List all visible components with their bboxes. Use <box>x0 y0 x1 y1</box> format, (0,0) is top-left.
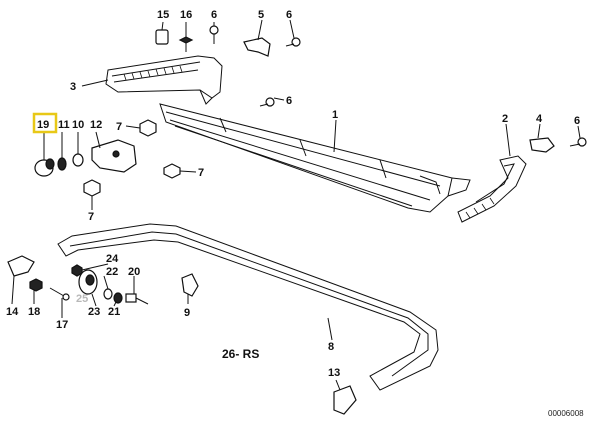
label-12[interactable]: 12 <box>90 119 102 131</box>
clip-15 <box>155 29 169 45</box>
label-7-right[interactable]: 7 <box>198 167 204 179</box>
clip-13 <box>333 385 357 415</box>
label-set-26-rs[interactable]: 26- RS <box>222 347 259 361</box>
label-16[interactable]: 16 <box>180 9 192 21</box>
label-18[interactable]: 18 <box>28 306 40 318</box>
label-22[interactable]: 22 <box>106 266 118 278</box>
clip-9 <box>181 273 199 297</box>
label-19[interactable]: 19 <box>37 119 49 131</box>
label-6-top-right[interactable]: 6 <box>286 9 292 21</box>
label-3[interactable]: 3 <box>70 81 76 93</box>
label-6-right[interactable]: 6 <box>574 115 580 127</box>
label-7-bottom[interactable]: 7 <box>88 211 94 223</box>
label-2[interactable]: 2 <box>502 113 508 125</box>
screw-6-mid <box>259 97 275 107</box>
label-14[interactable]: 14 <box>6 306 19 318</box>
knob-23 <box>78 269 98 295</box>
bracket-12 <box>91 139 137 173</box>
label-23[interactable]: 23 <box>88 306 100 318</box>
label-21[interactable]: 21 <box>108 306 120 318</box>
washer-10 <box>72 153 84 167</box>
nut-7-top <box>139 119 157 137</box>
nut-7-bottom <box>83 179 101 197</box>
label-15[interactable]: 15 <box>157 9 169 21</box>
screw-17 <box>49 287 70 301</box>
label-24[interactable]: 24 <box>106 253 119 265</box>
label-6-mid[interactable]: 6 <box>286 95 292 107</box>
bolt-20 <box>125 293 149 305</box>
washer-21 <box>113 292 123 304</box>
label-5[interactable]: 5 <box>258 9 264 21</box>
main-rail <box>159 103 471 213</box>
label-11[interactable]: 11 <box>58 119 70 131</box>
label-10[interactable]: 10 <box>72 119 84 131</box>
bracket-5 <box>243 37 271 57</box>
clip-18 <box>29 278 43 292</box>
label-1[interactable]: 1 <box>332 109 338 121</box>
highlight-box-19 <box>32 112 58 134</box>
nut-7-right <box>163 163 181 179</box>
label-17[interactable]: 17 <box>56 319 68 331</box>
label-7-top[interactable]: 7 <box>116 121 122 133</box>
screw-6-top-right <box>285 37 301 47</box>
washer-22 <box>103 288 113 300</box>
label-20[interactable]: 20 <box>128 266 140 278</box>
label-4[interactable]: 4 <box>536 113 543 125</box>
label-8[interactable]: 8 <box>328 341 334 353</box>
leader-lines <box>11 19 581 391</box>
upper-bracket <box>105 55 223 105</box>
cap-19 <box>34 158 55 177</box>
bracket-14 <box>7 255 35 277</box>
label-9[interactable]: 9 <box>184 307 190 319</box>
seal-frame-8 <box>57 223 439 391</box>
document-number: 00006008 <box>548 409 584 418</box>
label-25[interactable]: 25 <box>76 293 88 305</box>
cap-4 <box>529 137 555 153</box>
label-6-top-left[interactable]: 6 <box>211 9 217 21</box>
label-13[interactable]: 13 <box>328 367 340 379</box>
end-cap-2 <box>457 155 527 223</box>
screw-6-right <box>569 137 587 147</box>
screw-16 <box>178 36 194 52</box>
washer-11 <box>57 157 67 171</box>
screw-6-top-left <box>209 25 219 44</box>
